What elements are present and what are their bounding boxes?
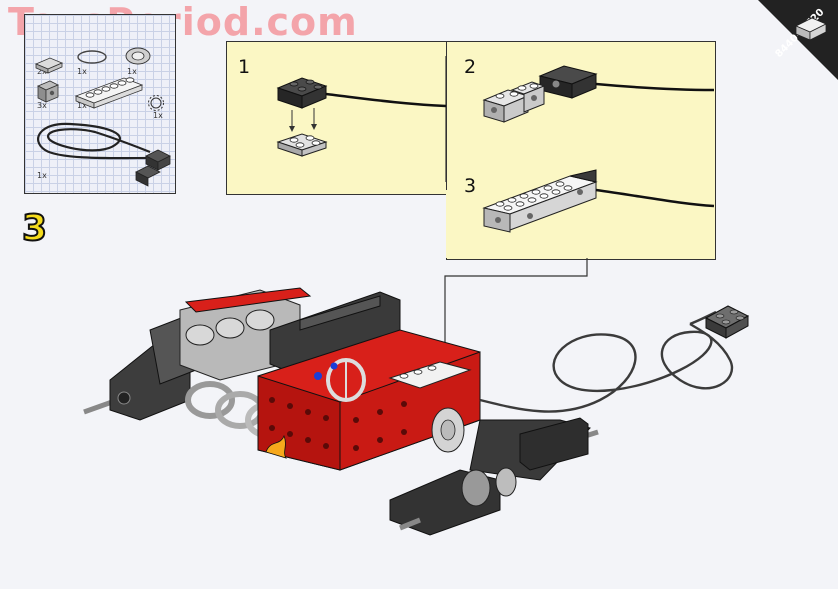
substep-number-2: 2: [464, 56, 477, 78]
corner-tab: [758, 0, 838, 80]
substep-1-illustration: [276, 77, 447, 157]
part-qty: 1x: [153, 111, 163, 120]
brick-icon: [795, 17, 827, 41]
substep-3-illustration: [482, 169, 715, 233]
substep-2-illustration: [482, 65, 715, 123]
part-qty: 2x: [37, 67, 47, 76]
part-qty: 1x: [127, 67, 137, 76]
substep-number-3: 3: [464, 175, 477, 197]
long-plate-part: [74, 77, 144, 109]
wire-cable-part: [37, 122, 171, 187]
wheel-part: [125, 47, 151, 65]
gray-plate-part: [34, 57, 64, 74]
callout-panel-1: [226, 41, 449, 195]
callout-pointer: [444, 258, 588, 360]
part-qty: 1x: [37, 171, 47, 180]
parts-illustrations: [34, 47, 171, 187]
substep-number-1: 1: [238, 56, 251, 78]
model-cable-illustration: [479, 305, 750, 413]
part-qty: 1x: [77, 101, 87, 110]
technic-brick-part: [37, 80, 59, 103]
gear-part: [148, 95, 164, 111]
main-step-number: 3: [21, 207, 48, 250]
part-qty: 3x: [37, 101, 47, 110]
rubber-band-part: [77, 50, 107, 64]
part-qty: 1x: [77, 67, 87, 76]
main-model-illustration: [83, 287, 599, 536]
